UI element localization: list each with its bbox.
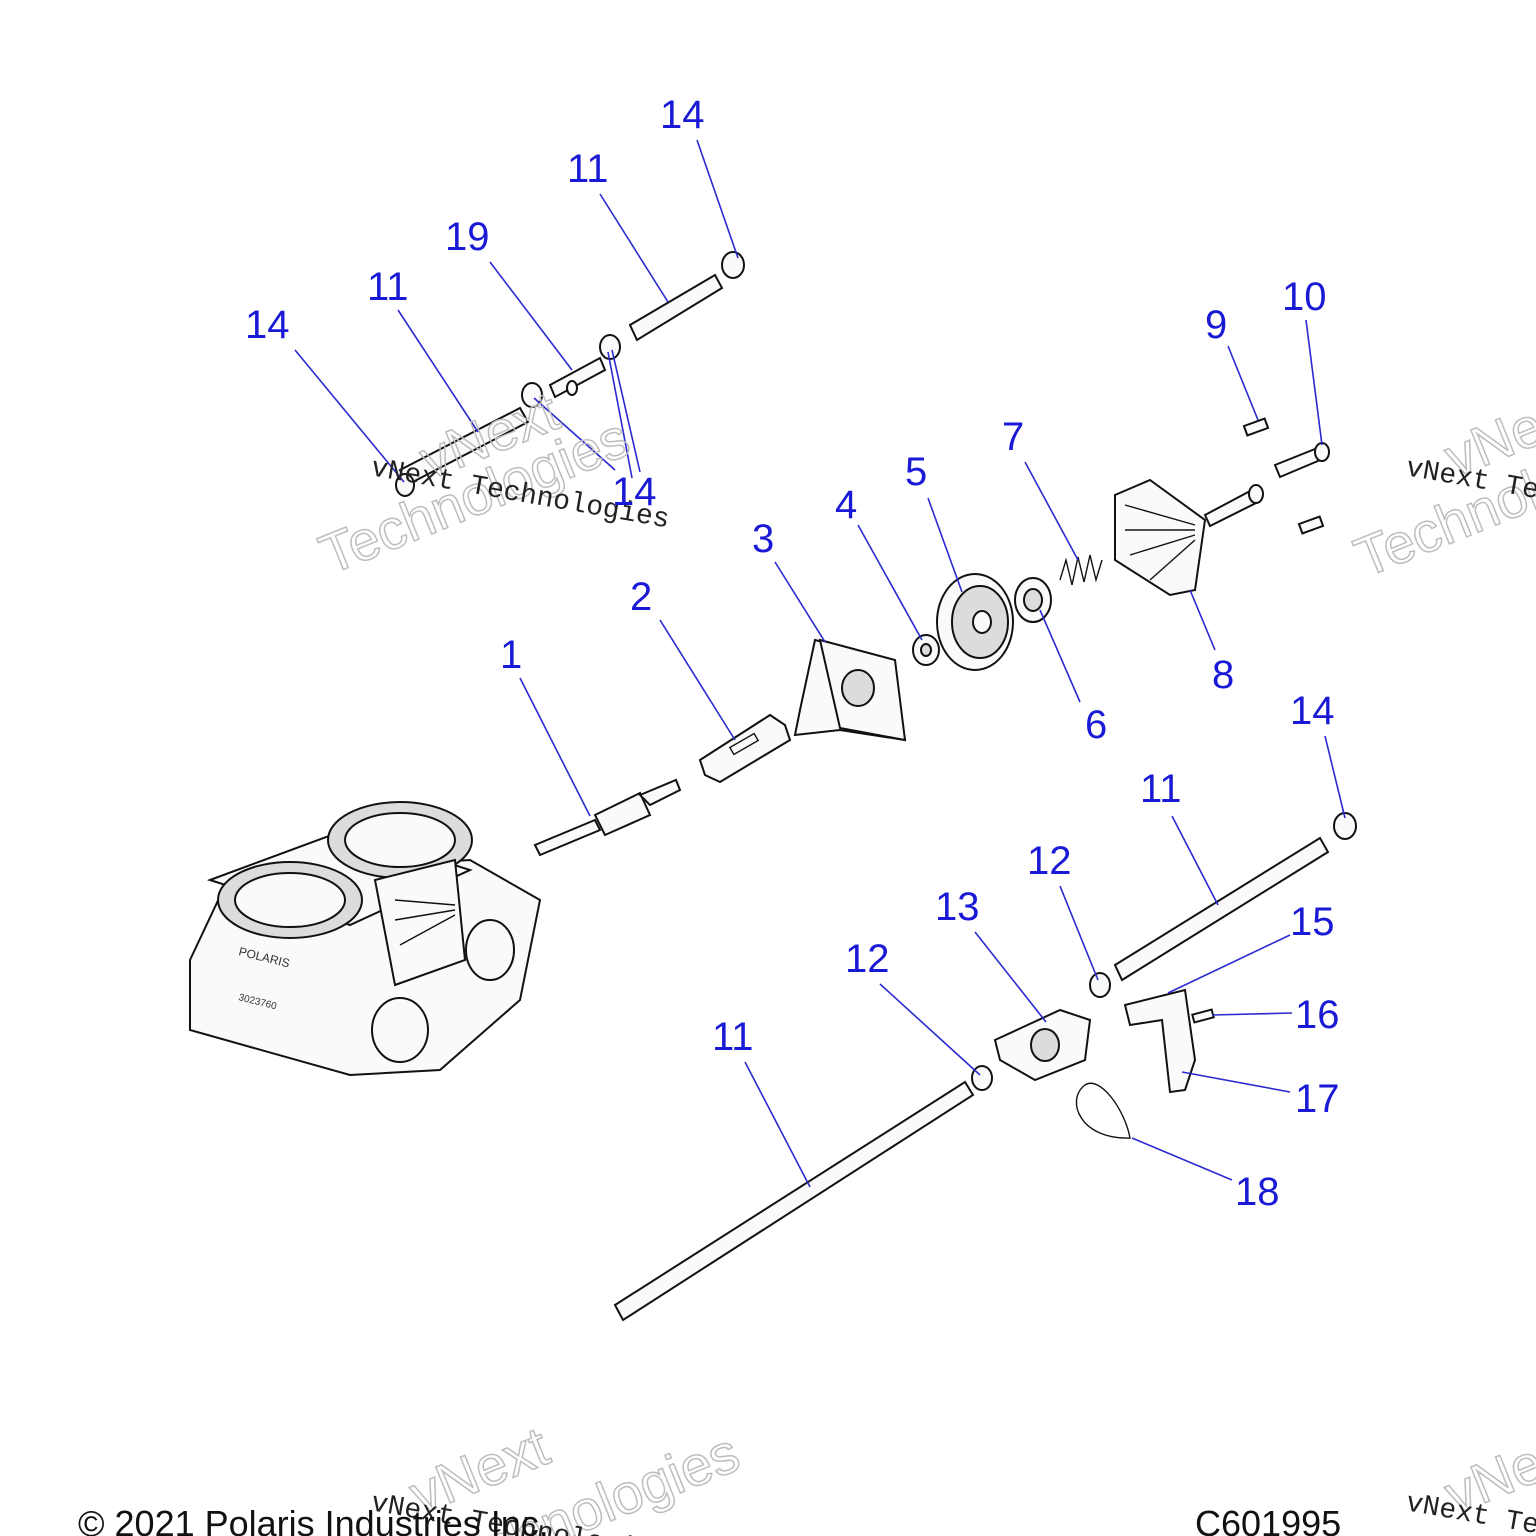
leader-14c-3 — [611, 349, 641, 473]
callout-18: 18 — [1235, 1170, 1280, 1214]
drawing-id: C601995 — [1195, 1503, 1341, 1536]
copyright-notice: © 2021 Polaris Industries Inc. — [78, 1503, 549, 1536]
bolt-small — [1242, 417, 1325, 535]
leader-10 — [1305, 319, 1323, 446]
leader-11a — [599, 193, 669, 303]
callout-14-left: 14 — [245, 303, 290, 347]
tee-fitting — [548, 356, 607, 399]
fuel-valve — [993, 1008, 1092, 1082]
bolt-long — [1203, 442, 1330, 528]
callout-6: 6 — [1085, 703, 1107, 747]
leader-2 — [659, 619, 736, 741]
callout-14-top: 14 — [660, 93, 705, 137]
spring-seat — [1014, 577, 1052, 623]
callout-15: 15 — [1290, 900, 1335, 944]
pump-housing — [793, 638, 907, 742]
leader-3 — [774, 561, 826, 643]
callout-17: 17 — [1295, 1077, 1340, 1121]
callout-7: 7 — [1002, 415, 1024, 459]
leader-6 — [1039, 609, 1081, 703]
callout-14-center: 14 — [612, 470, 657, 514]
diaphragm — [936, 573, 1014, 671]
leader-12a — [1059, 885, 1099, 981]
callout-2: 2 — [630, 575, 652, 619]
leader-8 — [1189, 589, 1216, 651]
clamp-14-right — [1333, 812, 1357, 840]
mounting-bracket — [1123, 988, 1197, 1094]
leader-17 — [1181, 1071, 1291, 1093]
leader-18 — [1131, 1137, 1233, 1181]
leader-7 — [1024, 461, 1079, 561]
leader-12b — [879, 983, 981, 1076]
clamp-14-top — [721, 251, 745, 279]
clamp-14-mid — [521, 334, 621, 408]
leader-19 — [489, 261, 573, 371]
callout-11-top-left: 11 — [367, 265, 409, 309]
leader-lines — [294, 139, 1346, 1188]
leader-14c-1 — [533, 397, 616, 471]
washer — [912, 634, 940, 666]
leader-11c — [1171, 815, 1219, 906]
callout-5: 5 — [905, 450, 927, 494]
callout-10: 10 — [1282, 275, 1327, 319]
callout-3: 3 — [752, 517, 774, 561]
clamp-14-left — [395, 473, 415, 497]
cable-tie — [1075, 1082, 1131, 1139]
leader-14a — [696, 139, 739, 259]
hose-lower — [613, 1080, 975, 1322]
callout-16: 16 — [1295, 993, 1340, 1037]
pump-cover — [1114, 478, 1207, 597]
callout-11-top-right: 11 — [567, 147, 609, 191]
callout-13: 13 — [935, 885, 980, 929]
callout-19: 19 — [445, 215, 490, 259]
leader-1 — [519, 677, 591, 817]
callout-12-left: 12 — [845, 937, 890, 981]
hose-upper-right — [628, 273, 724, 342]
callout-14-right: 14 — [1290, 689, 1335, 733]
leader-9 — [1227, 345, 1259, 421]
leader-14c-2 — [607, 351, 633, 479]
engine-cylinder-block: POLARIS 3023760 — [189, 801, 542, 1077]
callout-8: 8 — [1212, 653, 1234, 697]
leader-15 — [1167, 934, 1291, 994]
leader-11b — [397, 309, 479, 433]
screw — [1191, 1008, 1215, 1024]
hose-middle — [1113, 836, 1330, 982]
clamp-12-right — [1089, 972, 1111, 998]
leader-13 — [974, 931, 1047, 1023]
spring — [1059, 554, 1103, 586]
gasket — [698, 713, 792, 784]
callout-labels: 1 2 3 4 5 6 7 8 9 10 11 11 11 11 12 12 1… — [245, 93, 1340, 1214]
leader-4 — [857, 524, 923, 641]
leader-14b — [294, 349, 405, 483]
callout-11-lower: 11 — [712, 1015, 754, 1059]
leader-14d — [1324, 735, 1346, 819]
leader-5 — [927, 497, 963, 593]
callout-9: 9 — [1205, 303, 1227, 347]
callout-11-middle: 11 — [1140, 767, 1182, 811]
shaft — [533, 778, 682, 857]
leader-16 — [1211, 1012, 1293, 1016]
callout-12-right: 12 — [1027, 839, 1072, 883]
callout-4: 4 — [835, 483, 857, 527]
leader-11d — [744, 1061, 811, 1188]
callout-1: 1 — [500, 633, 522, 677]
